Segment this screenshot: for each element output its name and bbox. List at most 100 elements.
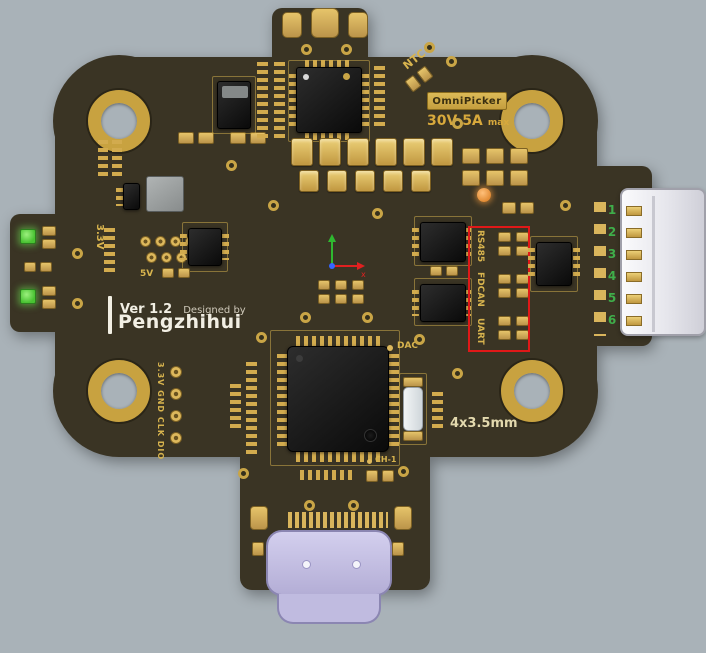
via bbox=[72, 248, 83, 259]
via bbox=[341, 44, 352, 55]
usb-c-plug-lip bbox=[277, 594, 381, 624]
pad bbox=[352, 294, 364, 304]
pad-strip bbox=[246, 362, 257, 454]
via bbox=[560, 200, 571, 211]
connector-pin bbox=[626, 316, 642, 326]
fdcan-pads bbox=[498, 274, 529, 298]
via bbox=[301, 44, 312, 55]
pad bbox=[498, 246, 511, 256]
crystal-oscillator bbox=[403, 387, 423, 431]
dac-dot bbox=[387, 345, 393, 351]
pin-row bbox=[277, 354, 287, 446]
usb-shield-pad bbox=[250, 506, 268, 530]
pin-row bbox=[412, 290, 419, 316]
pin-number: 3 bbox=[607, 247, 617, 261]
pad bbox=[162, 268, 174, 278]
top-pad bbox=[311, 8, 339, 38]
debug-pad bbox=[170, 432, 182, 444]
via bbox=[452, 118, 463, 129]
rs485-label: RS485 bbox=[475, 230, 485, 263]
pad bbox=[462, 148, 480, 164]
connector-wall bbox=[652, 196, 655, 332]
debug-pad bbox=[170, 388, 182, 400]
can-transceiver-chip bbox=[420, 284, 466, 322]
pad bbox=[498, 274, 511, 284]
pad bbox=[486, 148, 504, 164]
version-divider-bar bbox=[108, 296, 112, 334]
pin-number: 1 bbox=[607, 203, 617, 217]
pad bbox=[498, 232, 511, 242]
pin-row bbox=[305, 132, 353, 140]
orange-led bbox=[477, 188, 491, 202]
pad-pair bbox=[366, 470, 394, 482]
green-led bbox=[20, 229, 36, 244]
pad bbox=[366, 470, 378, 482]
connector-pin bbox=[626, 294, 642, 304]
usb-tab-pad bbox=[252, 542, 264, 556]
pin-row bbox=[222, 234, 229, 260]
inductor-outline bbox=[212, 76, 256, 134]
pin-row bbox=[528, 248, 535, 280]
usb-pin-row bbox=[288, 512, 388, 528]
capacitor bbox=[291, 138, 313, 166]
pad bbox=[510, 170, 528, 186]
pad-strip bbox=[300, 470, 356, 480]
green-led bbox=[20, 289, 36, 304]
pin-row bbox=[389, 354, 399, 446]
pad bbox=[520, 202, 534, 214]
driver-qfn-chip bbox=[296, 67, 362, 133]
pad bbox=[486, 170, 504, 186]
pad bbox=[42, 286, 56, 296]
chip-indent bbox=[364, 429, 377, 442]
pad bbox=[318, 294, 330, 304]
pin-number: 6 bbox=[607, 313, 617, 327]
sot23-transistor bbox=[123, 183, 140, 210]
capacitor bbox=[375, 138, 397, 166]
pad-strip bbox=[230, 384, 241, 432]
rating-max: max bbox=[487, 118, 510, 128]
round-pad bbox=[146, 252, 157, 263]
pad bbox=[498, 316, 511, 326]
via bbox=[446, 56, 457, 67]
uart-pads bbox=[498, 316, 529, 340]
rs485-transceiver-chip bbox=[420, 222, 466, 262]
debug-header-label: 3.3V GND CLK DIO bbox=[156, 362, 165, 461]
pad bbox=[502, 202, 516, 214]
via bbox=[238, 468, 249, 479]
pin-number: 2 bbox=[607, 225, 617, 239]
fdcan-label: FDCAN bbox=[475, 272, 485, 307]
version-label: Ver 1.2 bbox=[120, 302, 173, 317]
usb-tab-pad bbox=[392, 542, 404, 556]
pin-row bbox=[361, 74, 369, 126]
pin-row bbox=[180, 234, 187, 260]
debug-pad bbox=[170, 410, 182, 422]
top-pad bbox=[348, 12, 368, 38]
pad bbox=[430, 266, 442, 276]
pin-row bbox=[305, 60, 353, 68]
crystal-pad bbox=[403, 377, 423, 387]
dac-label: DAC bbox=[397, 341, 419, 351]
capacitor bbox=[299, 170, 319, 192]
pad-pair bbox=[430, 266, 458, 276]
connector-pin bbox=[626, 272, 642, 282]
version-line: Ver 1.2 Designed by bbox=[120, 298, 246, 317]
pad-pair bbox=[24, 262, 52, 272]
origin-marker: x bbox=[328, 234, 366, 279]
via bbox=[256, 332, 267, 343]
inductor bbox=[217, 81, 251, 129]
pad-strip bbox=[104, 228, 115, 272]
pad bbox=[42, 226, 56, 236]
pin-row bbox=[412, 228, 419, 256]
author-label: Pengzhihui bbox=[118, 311, 242, 333]
pad bbox=[42, 299, 56, 309]
debug-pad bbox=[170, 366, 182, 378]
capacitor bbox=[327, 170, 347, 192]
pad-row bbox=[462, 148, 528, 164]
via bbox=[452, 368, 463, 379]
capacitor bbox=[403, 138, 425, 166]
oscillator-can bbox=[146, 176, 184, 212]
connector-pin bbox=[626, 250, 642, 260]
usb-shield-pad bbox=[394, 506, 412, 530]
via bbox=[72, 298, 83, 309]
